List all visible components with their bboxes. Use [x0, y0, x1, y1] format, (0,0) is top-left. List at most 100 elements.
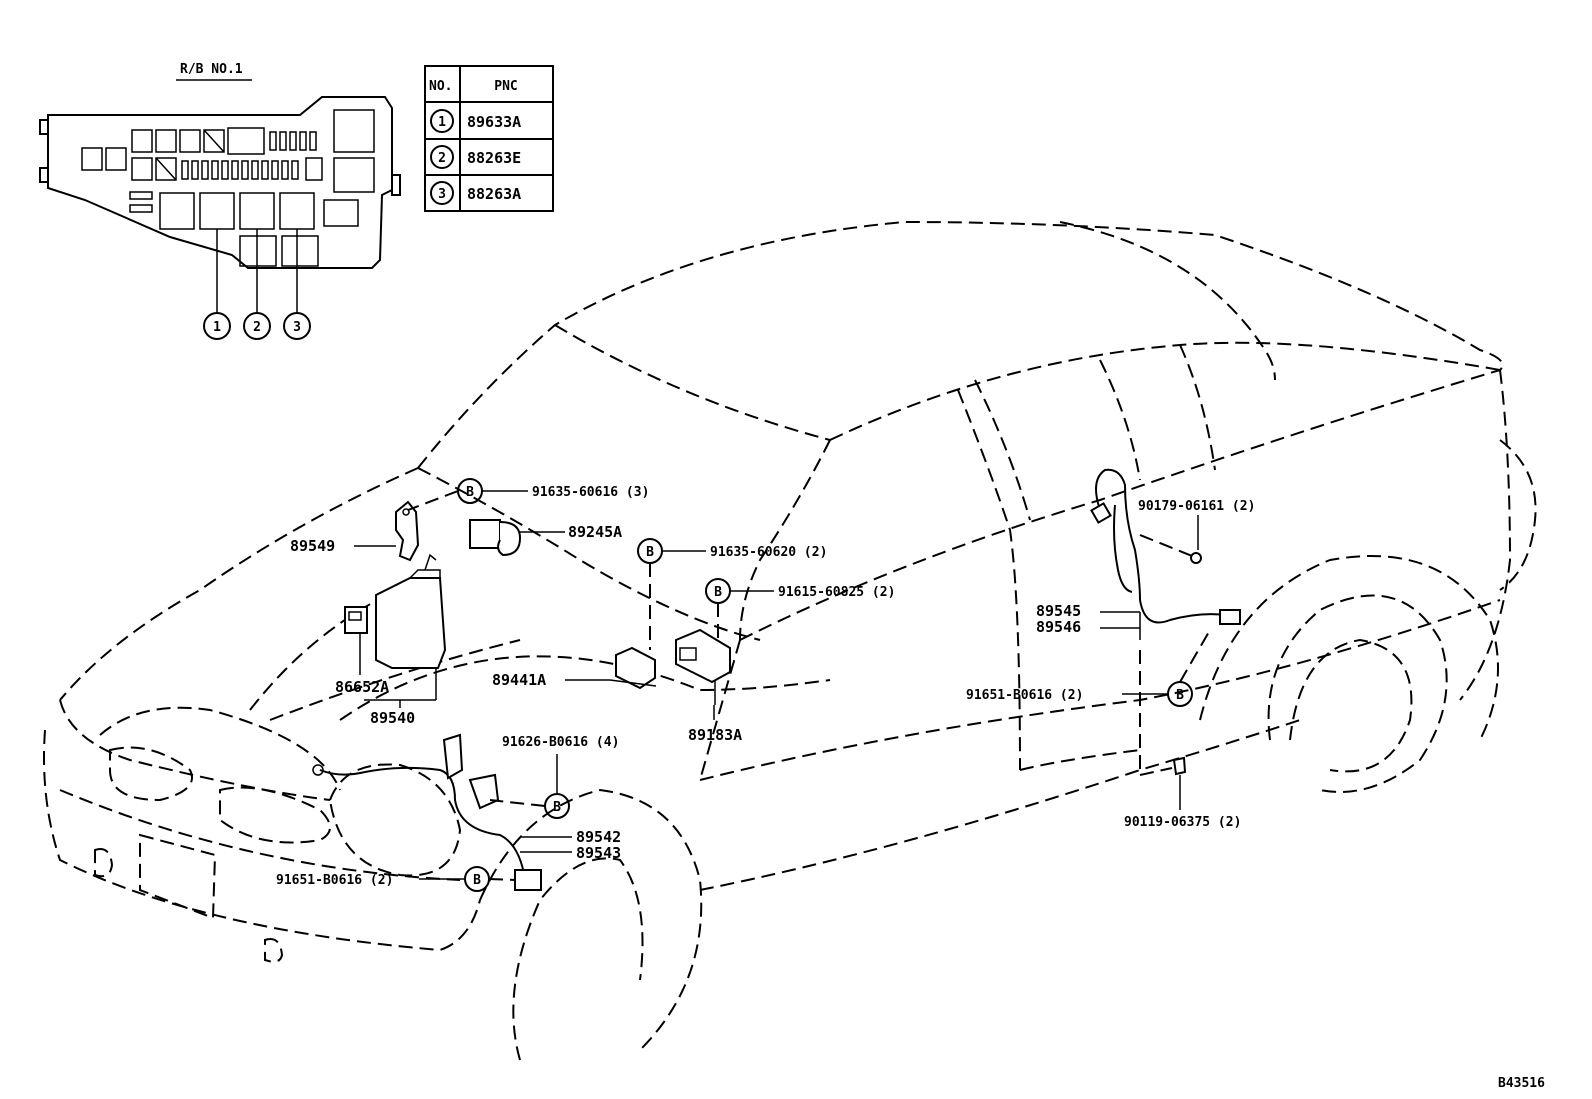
- relay: [281, 235, 319, 267]
- fastener-label: 91635-60620 (2): [710, 545, 827, 560]
- mini-fuse: [261, 160, 269, 180]
- relay-3: [279, 192, 315, 230]
- car-body-outline: [43, 220, 1537, 1061]
- relay: [333, 157, 375, 193]
- part-label-89183A: 89183A: [688, 726, 742, 744]
- mini-fuse: [281, 160, 289, 180]
- fuse-mark: [155, 157, 177, 181]
- part-label-89549: 89549: [290, 537, 335, 555]
- mini-fuse: [231, 160, 239, 180]
- fastener-label: 91635-60616 (3): [532, 485, 649, 500]
- fuse: [155, 129, 177, 153]
- part-label-89546: 89546: [1036, 618, 1081, 636]
- relay-block: R/B NO.1: [39, 62, 401, 340]
- relay-2: [239, 192, 275, 230]
- svg-text:2: 2: [253, 320, 261, 335]
- bolt-marker: B: [705, 578, 731, 604]
- part-label-89542: 89542: [576, 828, 621, 846]
- mini-fuse: [211, 160, 219, 180]
- diagram-code: B43516: [1498, 1076, 1545, 1091]
- bolt-marker: B: [464, 866, 490, 892]
- mini-fuse: [221, 160, 229, 180]
- svg-text:B: B: [1176, 688, 1184, 703]
- relay-block-tab: [39, 167, 49, 183]
- pnc-row-code: 88263E: [467, 149, 521, 167]
- fastener-label: 91651-B0616 (2): [276, 873, 393, 888]
- fuse: [81, 147, 103, 171]
- part-89545-harness-rear: [1090, 468, 1241, 776]
- mini-fuse: [191, 160, 199, 180]
- callout-3: 3: [283, 312, 311, 340]
- relay-block-outline: [47, 96, 393, 269]
- relay: [159, 192, 195, 230]
- relay: [239, 235, 277, 267]
- part-labels: 91635-60616 (3) 89549 89245A 91635-60620…: [276, 485, 1545, 1091]
- leader-lines: [354, 490, 1211, 881]
- pnc-table-row: 1 89633A: [430, 109, 521, 133]
- mini-fuse: [309, 131, 317, 151]
- relay-block-title: R/B NO.1: [180, 62, 243, 77]
- mini-fuse: [181, 160, 189, 180]
- part-label-89245A: 89245A: [568, 523, 622, 541]
- fuse: [155, 157, 177, 181]
- fastener-label: 90119-06375 (2): [1124, 815, 1241, 830]
- pnc-table-row: 3 88263A: [430, 181, 521, 205]
- pnc-row-no: 1: [438, 115, 446, 130]
- svg-text:B: B: [646, 545, 654, 560]
- fuse: [105, 147, 127, 171]
- pnc-row-code: 89633A: [467, 113, 521, 131]
- part-89549-bracket: [395, 500, 420, 562]
- relay: [333, 109, 375, 153]
- mini-fuse: [269, 131, 277, 151]
- part-89183A-sensor: [675, 628, 731, 705]
- svg-text:B: B: [466, 485, 474, 500]
- part-label-86652A: 86652A: [335, 678, 389, 696]
- pnc-table: NO. PNC 1 89633A 2 88263E 3 88263A: [424, 65, 554, 212]
- part-label-89543: 89543: [576, 844, 621, 862]
- relay-block-tab: [391, 174, 401, 196]
- relay: [323, 199, 359, 227]
- mini-fuse: [271, 160, 279, 180]
- svg-text:B: B: [553, 800, 561, 815]
- part-label-89540: 89540: [370, 709, 415, 727]
- fuse: [203, 129, 225, 153]
- svg-text:B: B: [473, 873, 481, 888]
- pnc-row-code: 88263A: [467, 185, 521, 203]
- mini-fuse: [289, 131, 297, 151]
- mini-fuse: [291, 160, 299, 180]
- bolt-marker: B: [637, 538, 663, 564]
- relay: [227, 127, 265, 155]
- part-label-89545: 89545: [1036, 602, 1081, 620]
- mini-fuse: [241, 160, 249, 180]
- pnc-row-no: 2: [438, 151, 446, 166]
- mini-fuse: [201, 160, 209, 180]
- mini-fuse: [279, 131, 287, 151]
- svg-text:B: B: [714, 585, 722, 600]
- callout-2: 2: [243, 312, 271, 340]
- pnc-table-header-pnc: PNC: [494, 79, 517, 94]
- fastener-label: 91615-60825 (2): [778, 585, 895, 600]
- relay-block-tab: [39, 119, 49, 135]
- fuse: [179, 129, 201, 153]
- fuse: [305, 157, 323, 181]
- svg-text:1: 1: [213, 320, 221, 335]
- callout-1: 1: [203, 312, 231, 340]
- mini-fuse: [299, 131, 307, 151]
- fastener-label: 91651-B0616 (2): [966, 688, 1083, 703]
- relay-1: [199, 192, 235, 230]
- pnc-table-row: 2 88263E: [430, 145, 521, 169]
- mini-fuse: [129, 204, 153, 213]
- pnc-table-header-no: NO.: [429, 79, 452, 94]
- part-86652A-connector: [344, 606, 368, 634]
- fastener-label: 90179-06161 (2): [1138, 499, 1255, 514]
- mini-fuse: [129, 191, 153, 200]
- mini-fuse: [251, 160, 259, 180]
- pnc-row-no: 3: [438, 187, 446, 202]
- fuse: [131, 129, 153, 153]
- part-label-89441A: 89441A: [492, 671, 546, 689]
- fuse-mark: [203, 129, 225, 153]
- bolt-marker: B: [1167, 681, 1193, 707]
- svg-text:3: 3: [293, 320, 301, 335]
- part-89441A-sensor: [609, 646, 657, 690]
